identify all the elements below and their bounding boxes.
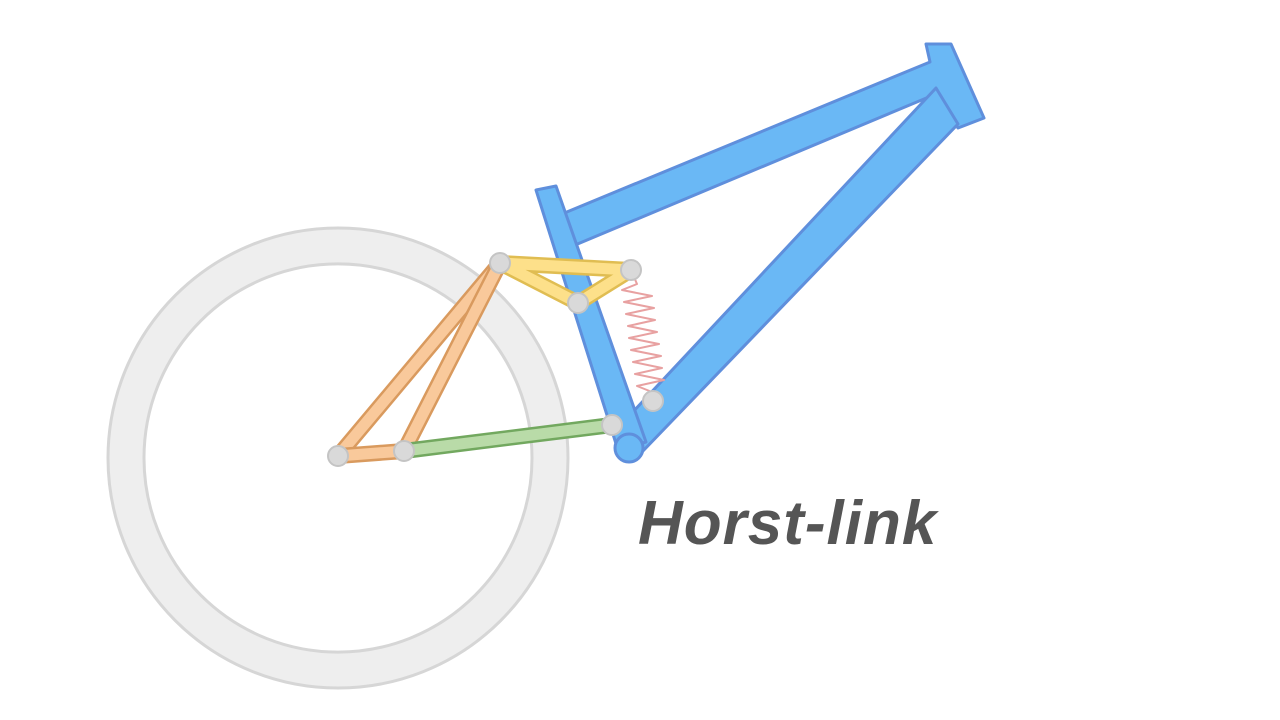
chainstay-link xyxy=(396,417,620,459)
rocker-frame-pivot xyxy=(567,292,589,314)
rear-axle-pivot xyxy=(327,445,349,467)
suspension-type-label: Horst-link xyxy=(638,489,938,558)
pivot-points xyxy=(327,252,664,467)
rear-wheel xyxy=(106,226,570,690)
seatstay-rocker-pivot xyxy=(489,252,511,274)
shock-spring xyxy=(621,269,665,402)
seatstay-assembly xyxy=(330,255,508,464)
chainstay-frame-pivot xyxy=(601,414,623,436)
top-tube xyxy=(560,42,986,250)
seat-tube xyxy=(534,184,648,452)
front-triangle-frame xyxy=(534,42,986,464)
shock-frame-mount xyxy=(642,390,664,412)
main-pivot-bottom-bracket xyxy=(613,432,645,464)
rocker-shock-pivot xyxy=(620,259,642,281)
horst-pivot xyxy=(393,440,415,462)
rocker-link xyxy=(492,255,639,311)
